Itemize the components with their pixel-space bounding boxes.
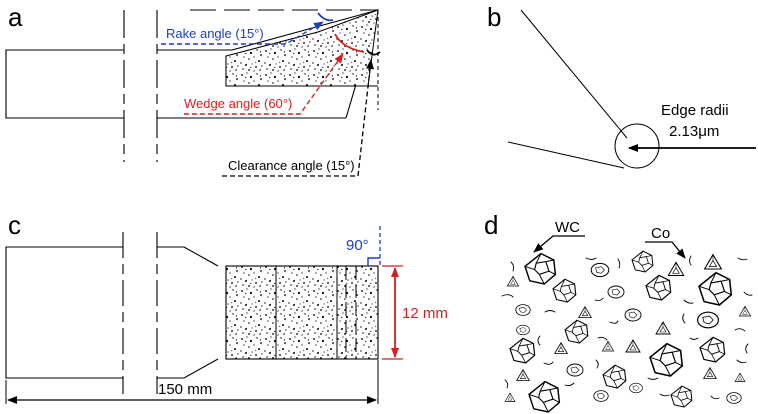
panel-a-insert: [225, 9, 379, 87]
length-dimension: 150 mm: [5, 360, 379, 404]
panel-c: c 90° 12 mm: [5, 210, 448, 404]
cutting-edge: [507, 9, 660, 169]
right-angle-label: 90°: [346, 237, 369, 254]
panel-a-letter: a: [8, 2, 23, 32]
panel-c-break-lines: [122, 232, 158, 394]
rake-angle-marker: Rake angle (15°): [161, 12, 334, 45]
panel-c-body: [5, 246, 219, 379]
right-angle-marker: 90°: [346, 226, 381, 266]
co-binder: [501, 255, 753, 400]
edge-radii-value: 2.13μm: [669, 123, 719, 140]
panel-d-letter: d: [484, 210, 498, 240]
co-label-group: Co: [645, 225, 686, 259]
panel-c-insert-lines: [275, 266, 357, 359]
height-label: 12 mm: [402, 305, 448, 322]
height-dimension: 12 mm: [382, 265, 448, 360]
length-label: 150 mm: [158, 381, 212, 398]
panel-c-insert: [225, 265, 379, 360]
wc-label: WC: [555, 219, 580, 236]
rake-angle-label: Rake angle (15°): [166, 26, 264, 41]
panel-c-letter: c: [8, 210, 21, 240]
clearance-angle-marker: Clearance angle (15°): [222, 10, 381, 177]
wedge-angle-label: Wedge angle (60°): [184, 96, 292, 111]
wc-grains: [504, 250, 751, 413]
panel-d: d WC Co: [484, 210, 753, 413]
panel-a: a Rake angle (15°): [5, 2, 381, 177]
co-label: Co: [651, 225, 670, 242]
panel-b: b Edge radii 2.13μm: [487, 2, 756, 169]
edge-radius-circle: [614, 123, 660, 169]
wedge-angle-marker: Wedge angle (60°): [184, 33, 365, 115]
panel-b-letter: b: [487, 2, 501, 32]
edge-radii-label: Edge radii: [661, 102, 729, 119]
wc-label-group: WC: [533, 219, 585, 253]
panel-a-shank: [5, 49, 346, 119]
panel-a-break-lines: [123, 10, 158, 162]
clearance-angle-label: Clearance angle (15°): [228, 158, 355, 173]
